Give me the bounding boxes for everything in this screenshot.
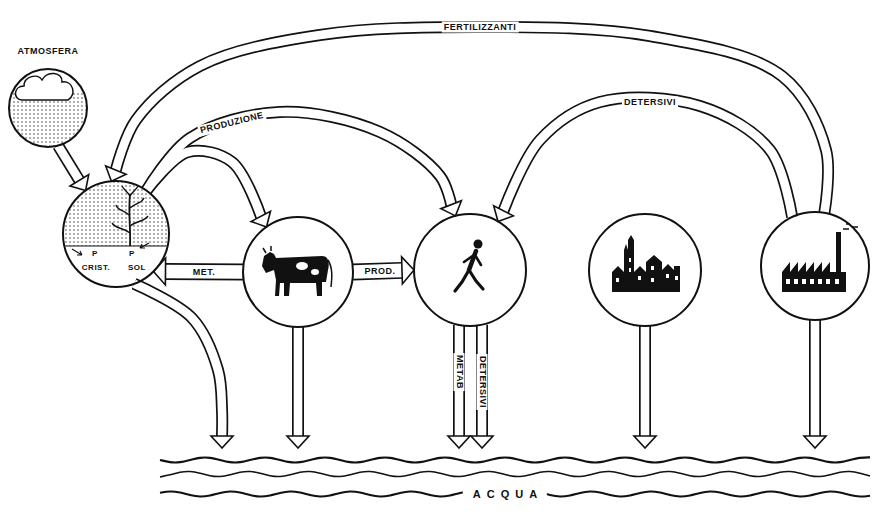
cow-body [262, 252, 329, 296]
hollow-arrow [639, 326, 651, 437]
arrow-head [471, 436, 493, 448]
arrow-label: PROD. [362, 266, 397, 277]
arrow-heads [70, 166, 826, 448]
circle-outline [63, 181, 169, 287]
rain-dots [8, 92, 88, 152]
hollow-arrow [641, 326, 650, 437]
arrow-head [634, 436, 656, 448]
cattle-circle [242, 216, 354, 328]
arrow-head [402, 257, 414, 284]
circle-outline [589, 214, 701, 326]
arrow-head [106, 166, 126, 181]
arrow-head [494, 206, 514, 222]
hollow-arrow [58, 146, 80, 181]
hollow-arrow [809, 320, 821, 437]
hollow-arrow [146, 151, 261, 217]
arrow-label: DETERSIVI [477, 354, 488, 410]
plant-leaves [112, 186, 148, 233]
soil-circle: P CRIST. P SOL [62, 180, 170, 288]
town-circle [588, 213, 702, 327]
cow-figure [262, 246, 332, 296]
hollow-arrow [811, 320, 820, 437]
arrow-label: DETERSIVI [622, 97, 678, 108]
circle-outline [761, 212, 869, 320]
water-band: ACQUA [160, 448, 875, 508]
arrow-outlines [58, 27, 828, 437]
cow-horns [263, 246, 271, 253]
town-silhouette [612, 235, 680, 292]
node-outline [242, 216, 354, 328]
circle-outline [9, 69, 87, 147]
town-figure [612, 235, 680, 292]
node-outline [588, 213, 702, 327]
arrow-head [211, 436, 233, 448]
arrow-head [804, 436, 826, 448]
arrow-label: FERTILIZZANTI [442, 22, 519, 33]
water-wave [160, 472, 870, 477]
cow-spot [311, 269, 319, 275]
node-label: CRIST. [82, 264, 110, 272]
hollow-arrow [503, 98, 792, 218]
node-label: SOL [128, 264, 146, 272]
node-label: ACQUA [463, 488, 547, 501]
arrow-label: PRODUZIONE [197, 109, 267, 136]
factory-chimney [836, 232, 841, 273]
hollow-arrow [134, 284, 222, 437]
hollow-arrow [146, 112, 451, 205]
node-label: ATMOSFERA [18, 47, 79, 56]
cow-spot [296, 262, 308, 270]
hollow-arrow [476, 325, 488, 437]
human-circle [413, 213, 527, 327]
hollow-arrow [165, 263, 243, 280]
factory-windows [786, 279, 839, 284]
person-legs [455, 270, 483, 291]
arrow-head [154, 258, 166, 285]
water-wave [160, 457, 870, 462]
hollow-arrow [146, 112, 451, 205]
industry-circle [760, 211, 870, 321]
hollow-arrow [165, 265, 243, 279]
factory-figure [782, 224, 858, 292]
ground-line [64, 245, 168, 246]
hollow-arrow [292, 327, 304, 437]
small-arrow [140, 243, 149, 248]
hollow-arrow [116, 27, 828, 213]
arrow-head [70, 175, 89, 191]
person-figure [455, 240, 483, 292]
arrow-fills [58, 27, 828, 437]
node-label: P [129, 250, 135, 258]
plant-stem [128, 194, 131, 246]
node-outline [62, 180, 170, 288]
arrow-label: MET. [191, 267, 218, 278]
arrow-head [251, 211, 270, 227]
hollow-arrow [294, 327, 303, 437]
rain-cloud [8, 73, 88, 152]
small-arrow [72, 249, 82, 255]
node-outline [8, 68, 88, 148]
node-outline [760, 211, 870, 321]
hollow-arrow [58, 146, 80, 181]
circle-outline [243, 217, 353, 327]
arrow-head [441, 201, 462, 216]
arrow-label: METAB [454, 353, 465, 391]
circle-outline [414, 214, 526, 326]
soil-picture [62, 180, 170, 255]
atmosphere-circle: ATMOSFERA [8, 68, 88, 148]
cow-tail [328, 260, 332, 287]
hollow-arrow [503, 98, 792, 218]
node-label: P [92, 250, 98, 258]
hollow-arrow [134, 284, 222, 437]
node-outline [413, 213, 527, 327]
arrow-head [287, 436, 309, 448]
town-windows [616, 258, 678, 282]
hollow-arrow [453, 325, 465, 437]
arrow-head [448, 436, 470, 448]
person-arms [464, 255, 481, 265]
person-head [474, 240, 483, 249]
